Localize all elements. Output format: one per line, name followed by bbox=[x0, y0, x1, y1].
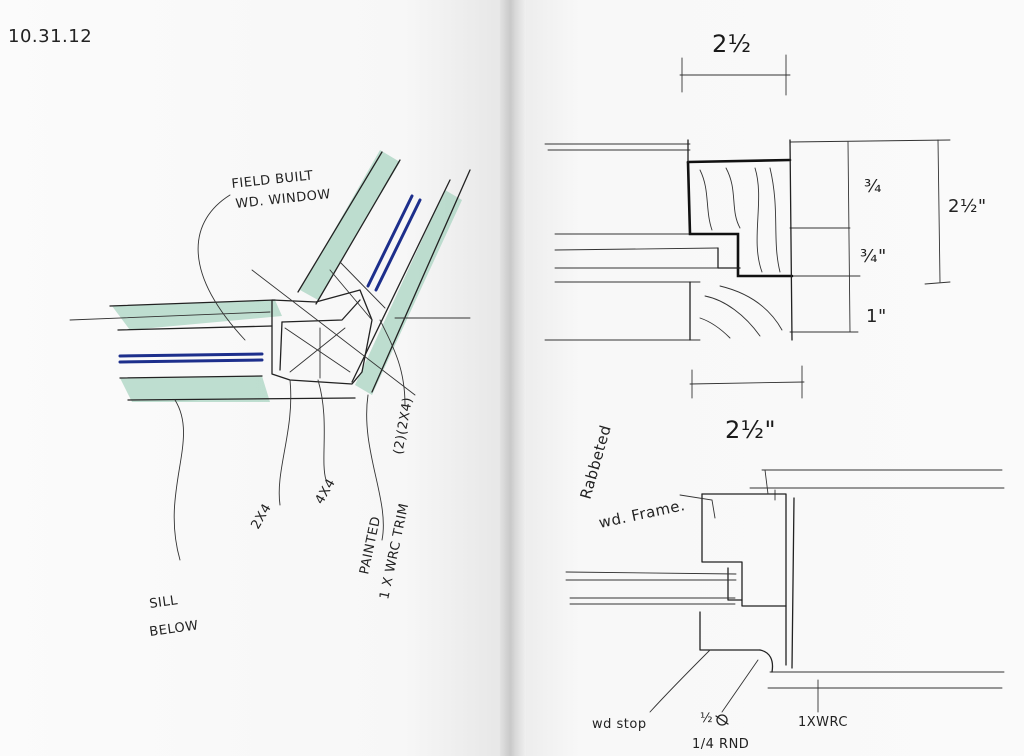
label-frame-line1: Rabbeted bbox=[577, 423, 615, 501]
right-page bbox=[520, 0, 1024, 756]
label-stop: wd stop bbox=[592, 717, 647, 732]
label-trim-right: 1XWRC bbox=[798, 715, 848, 730]
dim-overall-height: 2½" bbox=[948, 196, 987, 217]
label-window-line2: WD. WINDOW bbox=[235, 187, 332, 212]
date-label: 10.31.12 bbox=[8, 26, 92, 47]
corner-window-plan bbox=[69, 150, 471, 561]
label-trim-line1: PAINTED bbox=[357, 515, 384, 576]
label-window-line1: FIELD BUILT bbox=[231, 168, 314, 191]
label-trim-line2: 1 X WRC TRIM bbox=[377, 502, 412, 601]
label-sill-line1: SILL bbox=[148, 593, 179, 612]
dim-part-middle: ¾" bbox=[860, 246, 887, 267]
label-round-bottom: 1/4 RND bbox=[692, 737, 749, 752]
label-round-top: ½ bbox=[700, 711, 713, 726]
dim-bottom-width: 2½" bbox=[725, 416, 776, 444]
trim-wash-diagonal-lower bbox=[355, 190, 462, 395]
label-frame-line2: wd. Frame. bbox=[597, 496, 687, 532]
book-spine bbox=[500, 0, 526, 756]
dim-part-upper: ¾ bbox=[864, 176, 882, 197]
label-posts: (2)(2X4) bbox=[391, 396, 416, 456]
dim-top-width: 2½ bbox=[712, 30, 752, 58]
glass-pane-diagonal bbox=[366, 194, 414, 288]
label-stud: 2X4 bbox=[248, 501, 274, 532]
glass-pane-horizontal bbox=[118, 352, 264, 358]
label-sill-line2: BELOW bbox=[148, 618, 199, 640]
trim-wash-horizontal-lower bbox=[120, 376, 270, 402]
jamb-detail-dimensioned bbox=[544, 54, 951, 399]
dim-part-lower: 1" bbox=[866, 306, 887, 327]
rabbeted-frame-detail bbox=[565, 469, 1005, 726]
label-post: 4X4 bbox=[312, 476, 338, 507]
trim-wash-diagonal bbox=[300, 150, 400, 300]
